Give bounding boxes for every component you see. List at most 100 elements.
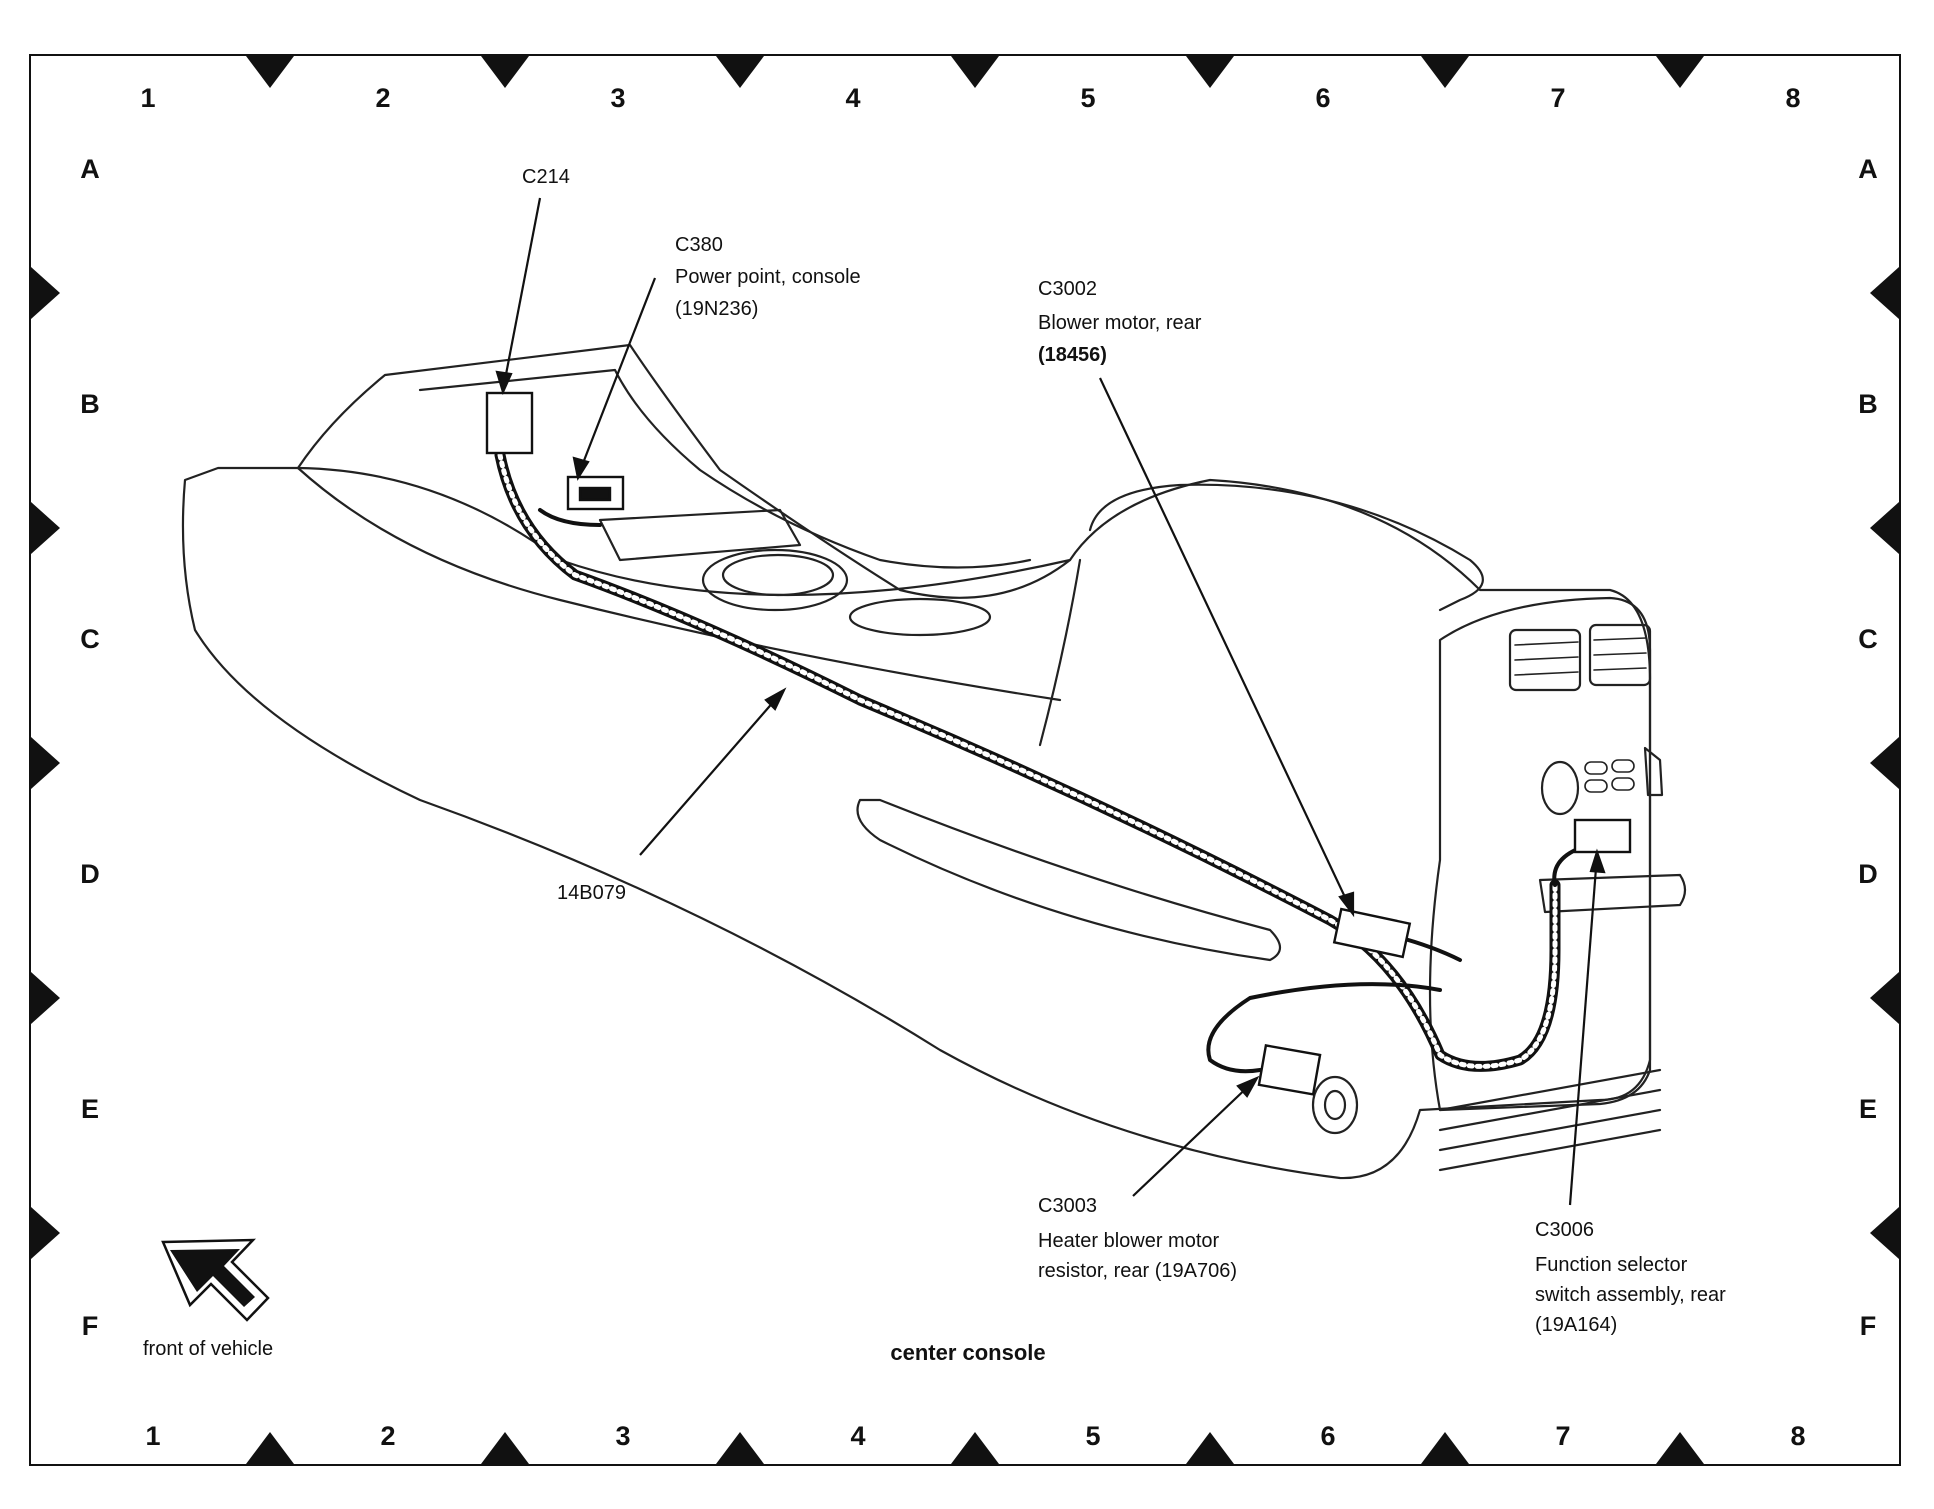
connector-c3003 <box>1257 1044 1322 1096</box>
rear-lower-louvers <box>1438 1068 1662 1172</box>
control-dial <box>1643 746 1664 797</box>
leader-c214 <box>501 197 542 391</box>
grid-marker-top-5 <box>1186 56 1234 88</box>
control-buttons <box>1584 759 1635 793</box>
leader-c380-arrow <box>572 456 590 481</box>
grid-row-label-right-D: D <box>1858 859 1878 889</box>
grid-marker-top-2 <box>481 56 529 88</box>
leader-c3006-arrow <box>1589 848 1606 874</box>
grid-col-label-top-2: 2 <box>375 83 390 113</box>
grid-marker-bottom-5 <box>1186 1432 1234 1464</box>
grid-col-label-bottom-3: 3 <box>615 1421 630 1451</box>
grid-row-label-right-B: B <box>1858 389 1878 419</box>
connectors <box>485 391 1632 1096</box>
grid-col-label-bottom-1: 1 <box>145 1421 160 1451</box>
connector-c380-pin <box>578 486 612 502</box>
grid-marker-top-1 <box>246 56 294 88</box>
callout-c3003: C3003 Heater blower motor resistor, rear… <box>1038 1195 1237 1282</box>
grid-row-label-right-A: A <box>1858 154 1878 184</box>
grid-col-label-top-6: 6 <box>1315 83 1330 113</box>
diagram-frame <box>29 54 1901 1466</box>
control-knob <box>1540 760 1580 816</box>
harness-main-run <box>494 449 1561 1072</box>
grid-marker-left-3 <box>31 737 60 789</box>
harness-branch-c3003 <box>1206 982 1442 1074</box>
grid-row-label-right-E: E <box>1859 1094 1877 1124</box>
grid-marker-bottom-4 <box>951 1432 999 1464</box>
grid-marker-top-7 <box>1656 56 1704 88</box>
armrest-side <box>1038 558 1082 747</box>
leader-c3002 <box>1099 377 1353 913</box>
leader-c3002-arrow <box>1338 891 1355 918</box>
leader-c3006 <box>1568 854 1599 1206</box>
grid-col-label-bottom-6: 6 <box>1320 1421 1335 1451</box>
leader-harness <box>639 691 783 856</box>
grid-marker-top-6 <box>1421 56 1469 88</box>
front-of-vehicle-label: front of vehicle <box>143 1338 273 1360</box>
connector-c3002 <box>1332 907 1412 959</box>
rear-panel-outline <box>1428 596 1652 1112</box>
rear-storage-door <box>1538 873 1687 914</box>
grid-marker-bottom-3 <box>716 1432 764 1464</box>
grid-col-label-bottom-8: 8 <box>1790 1421 1805 1451</box>
leader-c214-arrow <box>495 370 513 396</box>
grid-col-label-top-1: 1 <box>140 83 155 113</box>
grid-marker-bottom-2 <box>481 1432 529 1464</box>
grid-row-label-left-E: E <box>81 1094 99 1124</box>
cup-holder-front <box>701 548 849 612</box>
grid-marker-top-4 <box>951 56 999 88</box>
console-side-groove <box>856 798 1282 962</box>
callout-c380: C380 Power point, console (19N236) <box>675 234 866 320</box>
callout-c214: C214 <box>522 166 570 188</box>
grid-row-label-right-C: C <box>1858 624 1878 654</box>
grid-row-label-left-D: D <box>80 859 100 889</box>
console-front-side-line <box>296 466 1062 702</box>
grid-marker-right-3 <box>1870 737 1899 789</box>
leader-harness-arrow <box>764 687 787 711</box>
callout-harness-14b079: 14B079 <box>557 882 626 904</box>
center-console-illustration <box>181 343 1687 1180</box>
console-tray-inner <box>598 508 802 562</box>
grid-col-label-bottom-2: 2 <box>380 1421 395 1451</box>
grid-row-label-left-A: A <box>80 154 100 184</box>
grid-row-label-left-B: B <box>80 389 100 419</box>
connector-c3006 <box>1573 818 1632 854</box>
grid-marker-right-2 <box>1870 502 1899 554</box>
grid-row-label-left-C: C <box>80 624 100 654</box>
leader-c380 <box>576 277 657 477</box>
grid-marker-left-4 <box>31 972 60 1024</box>
wiring-harness-14b079 <box>494 449 1582 1074</box>
grid-row-label-left-F: F <box>82 1311 99 1341</box>
grid-marker-top-3 <box>716 56 764 88</box>
side-grommet-inner <box>1323 1089 1347 1121</box>
cup-holder-rear <box>848 597 992 637</box>
callout-c3006: C3006 Function selector switch assembly,… <box>1535 1219 1731 1336</box>
grid-row-label-right-F: F <box>1860 1311 1877 1341</box>
armrest-top <box>1088 483 1484 612</box>
harness-branch-c380 <box>538 508 602 527</box>
leader-c3003-arrow <box>1236 1075 1260 1098</box>
grid-marker-left-1 <box>31 267 60 319</box>
side-grommet <box>1311 1075 1359 1135</box>
leader-lines <box>495 197 1606 1206</box>
grid-col-label-bottom-5: 5 <box>1085 1421 1100 1451</box>
grid-col-label-top-5: 5 <box>1080 83 1095 113</box>
grid-marker-bottom-7 <box>1656 1432 1704 1464</box>
harness-main-run-core <box>497 452 1558 1069</box>
grid-marker-bottom-1 <box>246 1432 294 1464</box>
leader-c3003 <box>1132 1079 1256 1197</box>
grid-marker-left-5 <box>31 1207 60 1259</box>
diagram-caption: center console <box>890 1340 1045 1365</box>
grid-col-label-top-3: 3 <box>610 83 625 113</box>
grid-col-label-top-4: 4 <box>845 83 860 113</box>
grid-col-label-top-7: 7 <box>1550 83 1565 113</box>
rear-vent-left <box>1508 628 1582 692</box>
grid-marker-right-5 <box>1870 1207 1899 1259</box>
console-front-top-edge <box>296 343 1072 599</box>
callout-c3002: C3002 Blower motor, rear (18456) <box>1038 278 1207 366</box>
connector-c214 <box>485 391 534 455</box>
grid-col-label-top-8: 8 <box>1785 83 1800 113</box>
